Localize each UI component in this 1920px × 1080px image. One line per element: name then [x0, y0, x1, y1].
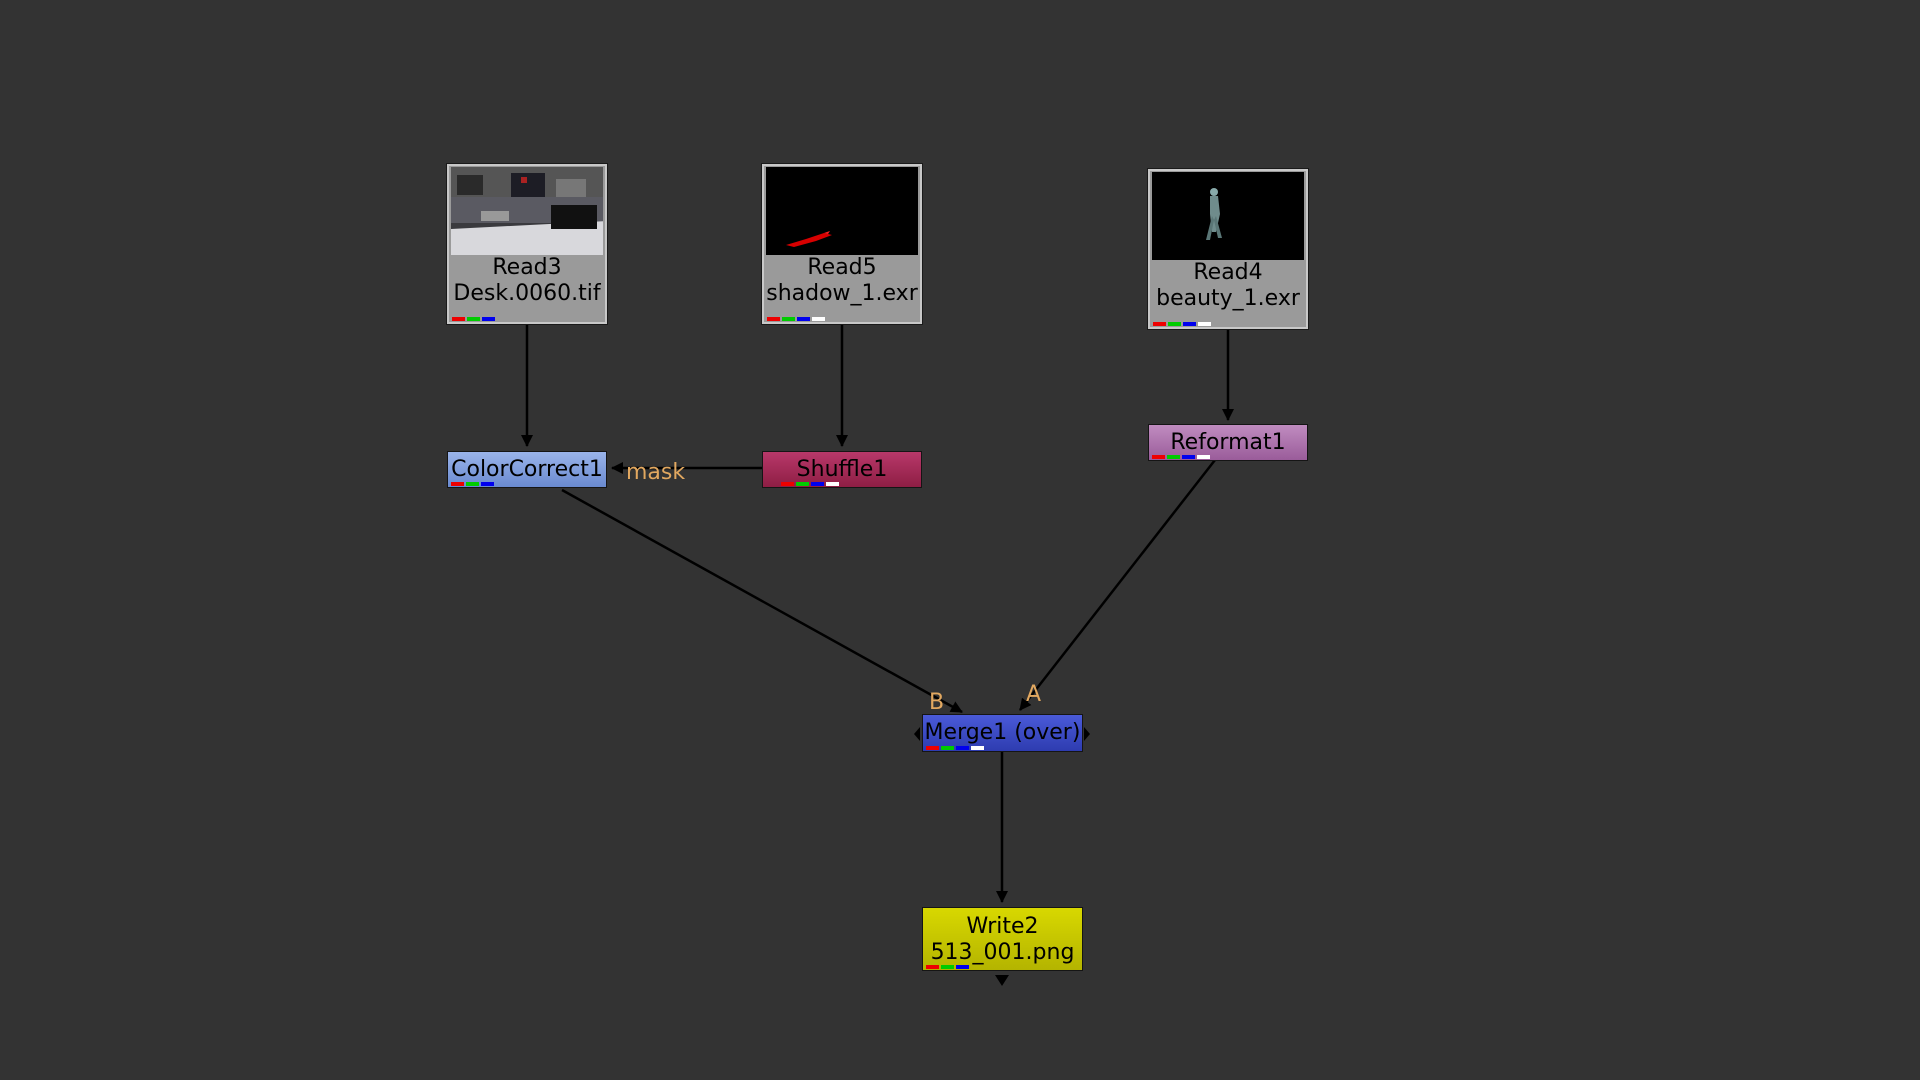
merge-node[interactable]: Merge1 (over)	[922, 714, 1083, 752]
read4-node[interactable]: Read4 beauty_1.exr	[1148, 169, 1308, 329]
write-file: 513_001.png	[923, 940, 1082, 966]
shuffle-name: Shuffle1	[763, 457, 921, 483]
shuffle-node[interactable]: Shuffle1	[762, 451, 922, 488]
read3-name: Read3	[449, 255, 605, 281]
merge-left-arrow	[914, 727, 920, 741]
read5-node[interactable]: Read5 shadow_1.exr	[762, 164, 922, 324]
merge-input-a-label: A	[1026, 683, 1041, 707]
wire-colorcorrect-merge-b	[562, 490, 962, 712]
merge-right-arrow	[1084, 727, 1090, 741]
mask-input-label: mask	[626, 461, 685, 485]
read3-file: Desk.0060.tif	[449, 281, 605, 307]
read5-name: Read5	[764, 255, 920, 281]
read4-thumbnail	[1152, 172, 1304, 260]
read5-thumbnail	[766, 167, 918, 255]
colorcorrect-name: ColorCorrect1	[448, 457, 606, 483]
reformat-node[interactable]: Reformat1	[1148, 424, 1308, 461]
write-output-arrow	[995, 975, 1009, 986]
merge-name: Merge1 (over)	[923, 720, 1082, 746]
reformat-name: Reformat1	[1149, 430, 1307, 456]
wire-reformat-merge-a	[1020, 460, 1215, 710]
read4-file: beauty_1.exr	[1150, 286, 1306, 312]
read5-file: shadow_1.exr	[764, 281, 920, 307]
merge-input-b-label: B	[929, 691, 944, 715]
write-name: Write2	[923, 914, 1082, 940]
read3-node[interactable]: Read3 Desk.0060.tif	[447, 164, 607, 324]
write-node[interactable]: Write2 513_001.png	[922, 907, 1083, 971]
read3-thumbnail	[451, 167, 603, 255]
read4-name: Read4	[1150, 260, 1306, 286]
colorcorrect-node[interactable]: ColorCorrect1	[447, 451, 607, 488]
